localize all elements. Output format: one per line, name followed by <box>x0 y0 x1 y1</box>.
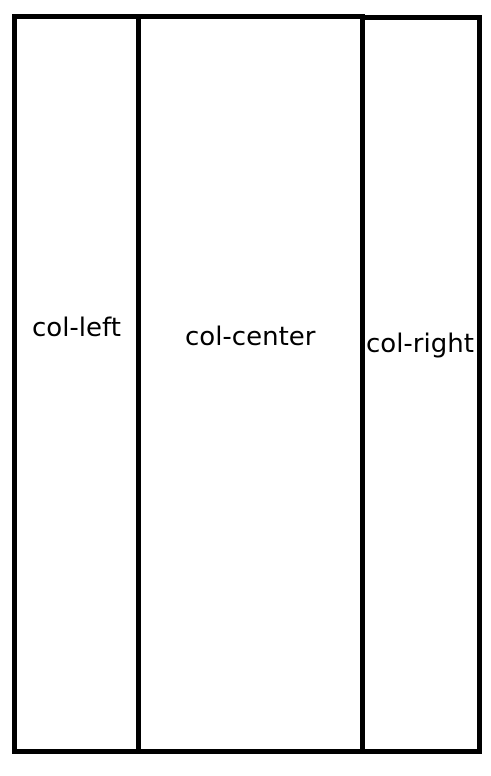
right-column <box>360 15 482 754</box>
center-column <box>136 14 365 754</box>
right-column-label: col-right <box>366 329 474 359</box>
left-column <box>12 14 141 754</box>
left-column-label: col-left <box>32 313 121 343</box>
center-column-label: col-center <box>185 322 316 352</box>
